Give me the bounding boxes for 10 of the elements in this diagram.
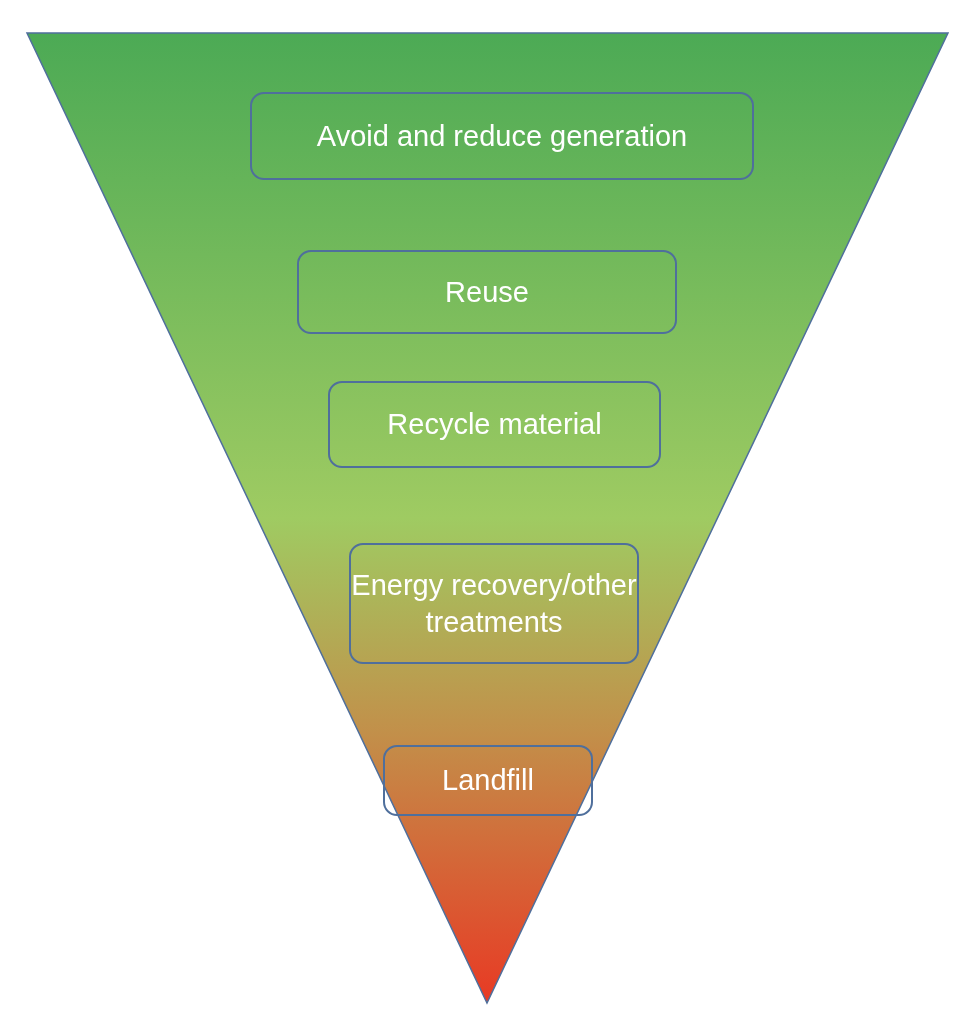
level-label: Reuse: [445, 274, 529, 310]
level-label: Landfill: [442, 763, 534, 799]
level-box: [250, 92, 754, 180]
level-box: [297, 250, 677, 334]
level-label: Avoid and reduce generation: [316, 118, 688, 154]
level-box: [349, 543, 639, 664]
level-label: Energy recovery/other treatments: [351, 568, 637, 640]
level-label: Recycle material: [387, 407, 602, 443]
level-box: [383, 745, 593, 816]
level-box: [328, 381, 661, 468]
